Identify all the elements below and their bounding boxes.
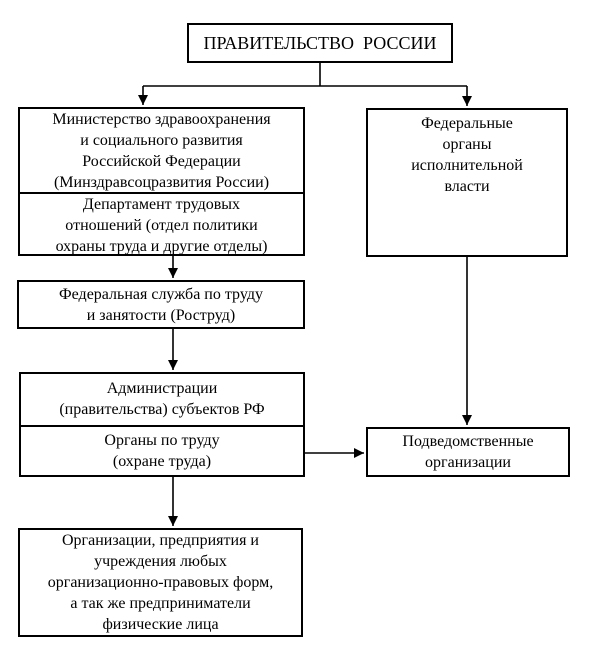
node-subordinate-orgs-label: Подведомственные организации xyxy=(402,433,534,471)
node-organizations: Организации, предприятия и учреждения лю… xyxy=(18,528,303,637)
node-federal-bodies: Федеральные органы исполнительной власти xyxy=(366,108,568,257)
node-organizations-label: Организации, предприятия и учреждения лю… xyxy=(47,532,274,633)
node-labor-bodies-label: Органы по труду (охране труда) xyxy=(104,431,220,470)
node-rostrud: Федеральная служба по труду и занятости … xyxy=(17,280,305,329)
node-administrations-main: Администрации (правительства) субъектов … xyxy=(21,374,303,427)
node-labor-bodies: Органы по труду (охране труда) xyxy=(21,427,303,475)
node-rostrud-label: Федеральная служба по труду и занятости … xyxy=(59,285,263,324)
node-administrations-label: Администрации (правительства) субъектов … xyxy=(59,380,265,419)
node-department: Департамент трудовых отношений (отдел по… xyxy=(20,194,303,257)
node-government-label: ПРАВИТЕЛЬСТВО РОССИИ xyxy=(203,32,437,53)
node-administrations: Администрации (правительства) субъектов … xyxy=(19,372,305,477)
node-federal-bodies-label: Федеральные органы исполнительной власти xyxy=(411,115,523,195)
node-government: ПРАВИТЕЛЬСТВО РОССИИ xyxy=(187,23,453,63)
node-subordinate-orgs: Подведомственные организации xyxy=(366,427,570,477)
node-ministry: Министерство здравоохранения и социально… xyxy=(18,107,305,256)
node-department-label: Департамент трудовых отношений (отдел по… xyxy=(55,196,268,255)
node-ministry-label: Министерство здравоохранения и социально… xyxy=(52,110,271,191)
node-ministry-main: Министерство здравоохранения и социально… xyxy=(20,109,303,194)
